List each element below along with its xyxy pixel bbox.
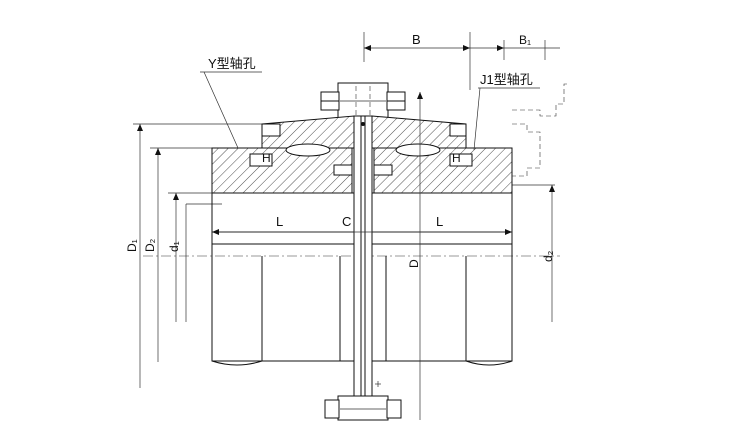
dim-c-label: C [342,214,351,229]
dim-d-label: D [407,259,421,268]
dim-l-right-label: L [436,214,443,229]
keyway-left [249,153,273,167]
j1-bore-label: J1型轴孔 [480,72,533,87]
dim-d1-upper-label: D₁ [125,239,139,252]
keyway-right [449,153,473,167]
dim-b-label: B [412,32,421,47]
hub-right [373,147,513,194]
extension-lines [133,123,560,257]
y-bore-label: Y型轴孔 [208,56,256,71]
hub-left [211,147,353,194]
dim-d2-lower-label: d₂ [541,250,555,262]
coupling-body-lower [211,192,513,366]
bolt-assembly-top [320,82,406,120]
oil-plug-icon [361,122,365,126]
nut-bottom-right [386,399,402,419]
bolt-assembly-bottom [324,381,402,421]
leader-lines [200,71,540,151]
dim-l-left-label: L [276,214,283,229]
dim-d1-lower-label: d₁ [167,241,181,252]
center-plate [353,115,373,417]
dimension-lengths [212,32,560,235]
dimension-diameters [137,92,555,420]
dim-d2-upper-label: D₂ [143,238,157,252]
outer-sleeve [261,115,467,149]
nut-bottom-left [324,399,340,419]
j1-bore-outline [512,83,570,177]
dim-b1-label: B₁ [519,33,531,47]
hubs [211,143,513,194]
dim-h-left-label: H [262,151,271,165]
dim-h-right-label: H [452,151,461,165]
